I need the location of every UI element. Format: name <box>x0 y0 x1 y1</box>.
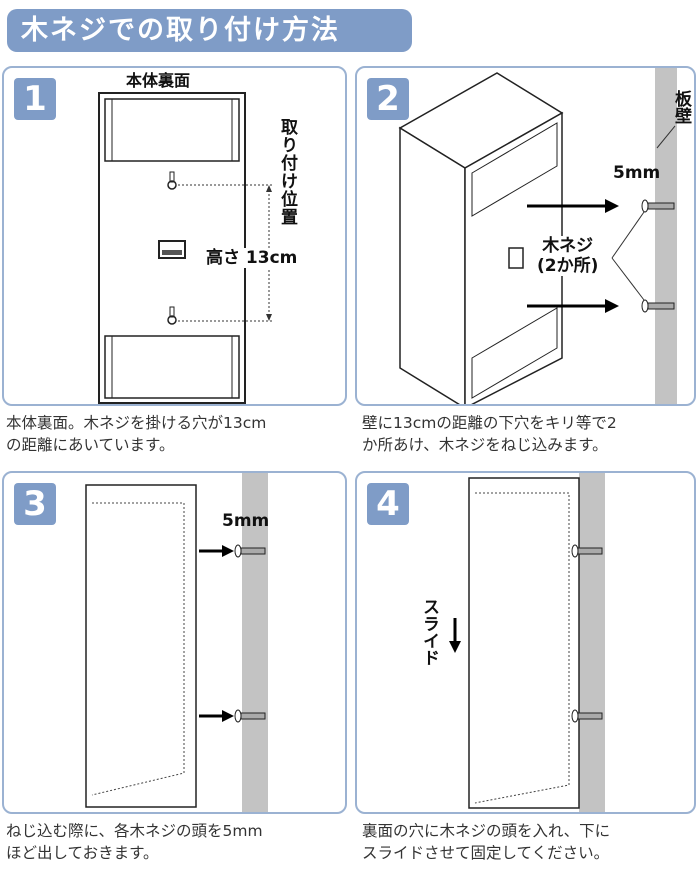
wall <box>655 68 677 404</box>
wood-screw-icon <box>571 709 603 723</box>
step-1-caption: 本体裏面。木ネジを掛ける穴が13cm の距離にあいています。 <box>6 414 267 454</box>
step-2-panel: 2 板壁 5mm 木ネジ (2か所) <box>355 66 696 406</box>
cabinet-wall-illustration <box>398 68 677 404</box>
keyhole-icon <box>167 306 177 325</box>
back-side-label: 本体裏面 <box>126 71 191 91</box>
wood-screw-icon <box>571 544 603 558</box>
step-number: 4 <box>367 483 409 525</box>
screw-label: 木ネジ (2か所) <box>537 236 599 276</box>
height-label: 高さ 13cm <box>206 248 298 268</box>
wood-screw-icon <box>234 544 266 558</box>
page-title: 木ネジでの取り付け方法 <box>7 9 412 52</box>
wood-screw-icon <box>234 709 266 723</box>
step-number: 2 <box>367 78 409 120</box>
slide-down-illustration <box>449 473 605 812</box>
step-4-caption: 裏面の穴に木ネジの頭を入れ、下に スライドさせて固定してください。 <box>362 822 611 862</box>
step-number: 1 <box>14 78 56 120</box>
step-4-panel: 4 スライド <box>355 471 696 814</box>
wall-label: 板壁 <box>671 90 691 124</box>
wood-screw-icon <box>641 299 675 313</box>
screws-in-wall-illustration <box>85 473 268 812</box>
mount-position-label: 取り付け位置 <box>277 118 297 226</box>
slide-label: スライド <box>419 598 439 666</box>
gap-label: 5mm <box>222 511 270 531</box>
step-3-caption: ねじ込む際に、各木ネジの頭を5mm ほど出しておきます。 <box>6 822 263 862</box>
gap-label: 5mm <box>613 163 661 183</box>
step-1-panel: 1 本体裏面 取り付け位置 高さ 13cm <box>2 66 347 406</box>
step-number: 3 <box>14 483 56 525</box>
down-arrow-icon <box>449 618 461 653</box>
keyhole-icon <box>167 171 177 190</box>
step-2-caption: 壁に13cmの距離の下穴をキリ等で2 か所あけ、木ネジをねじ込みます。 <box>362 414 617 454</box>
wood-screw-icon <box>641 199 675 213</box>
step-3-panel: 3 5mm <box>2 471 347 814</box>
